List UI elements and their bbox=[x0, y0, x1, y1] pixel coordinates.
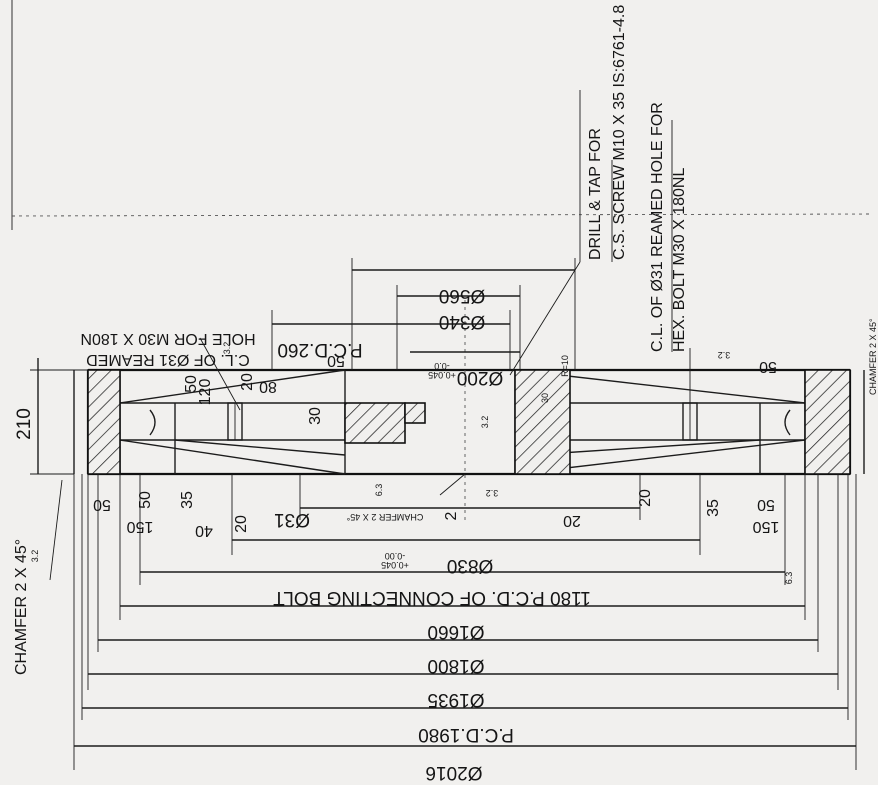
label-dia-2016: Ø2016 bbox=[425, 762, 482, 783]
label-d35a: 35 bbox=[179, 491, 196, 509]
label-d20a: 20 bbox=[239, 373, 256, 391]
label-d150a: 150 bbox=[127, 518, 154, 535]
label-chamfer-right: CHAMFER 2 X 45° bbox=[868, 318, 878, 395]
label-dia-340: Ø340 bbox=[439, 311, 485, 332]
frame-border bbox=[11, 0, 871, 230]
label-reamed-right-2: HEX. BOLT M30 X 180NL bbox=[671, 168, 688, 352]
label-d20c: 20 bbox=[563, 512, 581, 529]
label-d210: 210 bbox=[14, 408, 35, 440]
dimension-value-labels: 210 120 20 80 50 50 30 50 50 150 35 40 2… bbox=[14, 352, 779, 539]
label-dia-31: Ø31 bbox=[274, 509, 310, 530]
label-d50a: 50 bbox=[327, 352, 345, 369]
label-reamed-left-2: HOLE FOR M30 X 180N bbox=[80, 330, 255, 347]
label-finish-c: 3.2 bbox=[480, 416, 490, 429]
label-chamfer-left: CHAMFER 2 X 45° bbox=[13, 539, 30, 675]
label-dia-1660: Ø1660 bbox=[427, 621, 484, 642]
label-dia-830: Ø830 bbox=[447, 555, 493, 576]
label-finish-f: 6.3 bbox=[784, 572, 794, 585]
label-tol-200-a: +0.045 bbox=[428, 370, 456, 380]
label-r10: R=10 bbox=[560, 355, 570, 377]
label-drill-2: C.S. SCREW M10 X 35 IS:6761-4.8 bbox=[611, 5, 628, 260]
label-pcd-1980: P.C.D.1980 bbox=[418, 724, 514, 745]
diameter-labels: Ø2016 P.C.D.1980 Ø1935 Ø1800 Ø1660 1180 … bbox=[273, 285, 591, 783]
surface-finish-labels: 3.2 3.2 3.2 3.2 6.3 6.3 3.2 bbox=[30, 342, 794, 585]
label-reamed-right-1: C.L. OF Ø31 REAMED HOLE FOR bbox=[649, 102, 666, 352]
label-d2: 2 bbox=[443, 511, 460, 520]
label-tol-830-b: -0.00 bbox=[385, 551, 406, 561]
label-finish-e: 6.3 bbox=[374, 484, 384, 497]
label-dia-1800: Ø1800 bbox=[427, 655, 484, 676]
top-dimension-lines bbox=[30, 90, 691, 581]
label-drill-1: DRILL & TAP FOR bbox=[587, 128, 604, 260]
label-d50b: 50 bbox=[183, 375, 200, 393]
label-finish-b: 3.2 bbox=[222, 342, 232, 355]
label-dia-560: Ø560 bbox=[439, 285, 485, 306]
label-finish-a: 3.2 bbox=[30, 550, 40, 563]
hatched-sections bbox=[87, 369, 851, 475]
label-dia-1935: Ø1935 bbox=[427, 689, 484, 710]
label-tol-200-b: -0.0 bbox=[434, 361, 450, 371]
label-d50e: 50 bbox=[757, 496, 775, 513]
label-d120: 120 bbox=[197, 379, 214, 406]
label-d50f: 50 bbox=[759, 358, 777, 375]
label-d20d: 20 bbox=[637, 489, 654, 507]
label-d150b: 150 bbox=[753, 518, 780, 535]
label-tol-830-a: +0.045 bbox=[381, 560, 409, 570]
label-pcd-260: P.C.D.260 bbox=[277, 339, 362, 360]
label-d20b: 20 bbox=[233, 515, 250, 533]
label-finish-d: 3.2 bbox=[718, 350, 731, 360]
label-d40: 40 bbox=[195, 522, 213, 539]
label-chamfer-center: CHAMFER 2 X 45° bbox=[346, 512, 423, 522]
label-d30b: 30 bbox=[540, 393, 550, 403]
label-d80: 80 bbox=[259, 378, 277, 395]
diameter-dimension-lines bbox=[73, 474, 857, 770]
label-dia-200: Ø200 bbox=[457, 367, 503, 388]
label-d35b: 35 bbox=[705, 499, 722, 517]
label-d50d: 50 bbox=[137, 491, 154, 509]
label-pcd-1180: 1180 P.C.D. OF CONNECTING BOLT bbox=[273, 587, 591, 608]
label-finish-g: 3.2 bbox=[486, 488, 499, 498]
note-labels: CHAMFER 2 X 45° CHAMFER 2 X 45° CHAMFER … bbox=[13, 5, 878, 675]
label-d30: 30 bbox=[307, 407, 324, 425]
label-d50c: 50 bbox=[93, 496, 111, 513]
label-reamed-left-1: C.L. OF Ø31 REAMED bbox=[86, 351, 250, 368]
